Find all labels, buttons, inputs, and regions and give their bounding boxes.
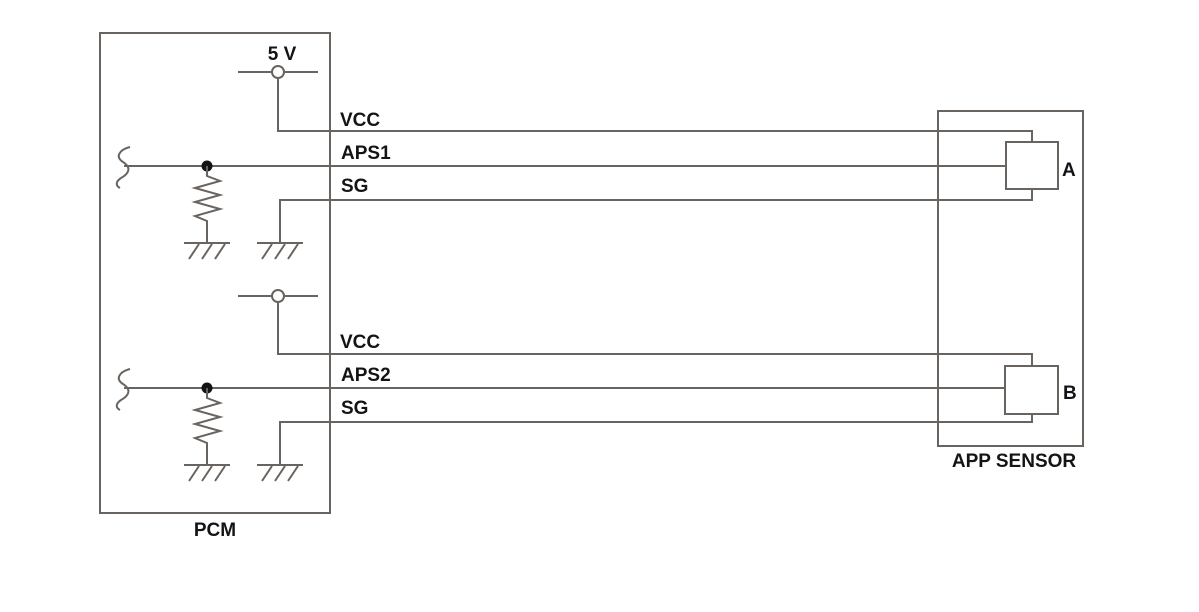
pin-a-box — [1005, 141, 1059, 190]
ground-symbol — [184, 464, 230, 482]
ground-symbol — [257, 242, 303, 260]
sg1-wire — [279, 189, 1033, 243]
ground-hatch — [261, 243, 273, 260]
ground-hatch — [188, 465, 200, 482]
vcc1-wire — [277, 78, 1033, 142]
aps2-label: APS2 — [341, 365, 391, 386]
app-sensor-module: APP SENSOR — [937, 110, 1084, 472]
pin-b-box — [1004, 365, 1059, 415]
pin-b-label: B — [1063, 383, 1077, 404]
vcc2-label: VCC — [340, 332, 380, 353]
ground-hatch — [274, 465, 286, 482]
supply-5v-label: 5 V — [268, 44, 297, 65]
pcm-label: PCM — [194, 520, 236, 541]
supply-terminal-2 — [271, 289, 285, 303]
wire-break-squiggle-2 — [115, 368, 131, 411]
aps1-label: APS1 — [341, 143, 391, 164]
channel-1: 5 V VCC APS1 SG — [115, 44, 1033, 260]
ground-symbol — [257, 464, 303, 482]
vcc2-wire — [277, 302, 1033, 366]
ground-hatch — [287, 243, 299, 260]
sg2-wire — [279, 414, 1033, 465]
pulldown-resistor-1 — [191, 166, 224, 243]
pcm-box — [99, 32, 331, 514]
ground-hatch — [214, 243, 226, 260]
ground-hatch — [201, 243, 213, 260]
sg1-label: SG — [341, 176, 368, 197]
ground-hatch — [188, 243, 200, 260]
sensor-pin-a: A — [1005, 141, 1076, 190]
ground-hatch — [214, 465, 226, 482]
pin-a-label: A — [1062, 160, 1076, 181]
vcc1-label: VCC — [340, 110, 380, 131]
app-sensor-label: APP SENSOR — [952, 451, 1077, 472]
ground-symbol — [184, 242, 230, 260]
pcm-module: PCM — [99, 32, 331, 541]
sensor-pin-b: B — [1004, 365, 1077, 415]
ground-hatch — [287, 465, 299, 482]
supply-terminal-1 — [271, 65, 285, 79]
wire-break-squiggle-1 — [115, 146, 131, 189]
ground-hatch — [201, 465, 213, 482]
ground-hatch — [261, 465, 273, 482]
pulldown-resistor-2 — [191, 388, 224, 465]
ground-hatch — [274, 243, 286, 260]
sg2-label: SG — [341, 398, 368, 419]
app-sensor-box — [937, 110, 1084, 447]
channel-2: VCC APS2 SG — [115, 289, 1033, 482]
